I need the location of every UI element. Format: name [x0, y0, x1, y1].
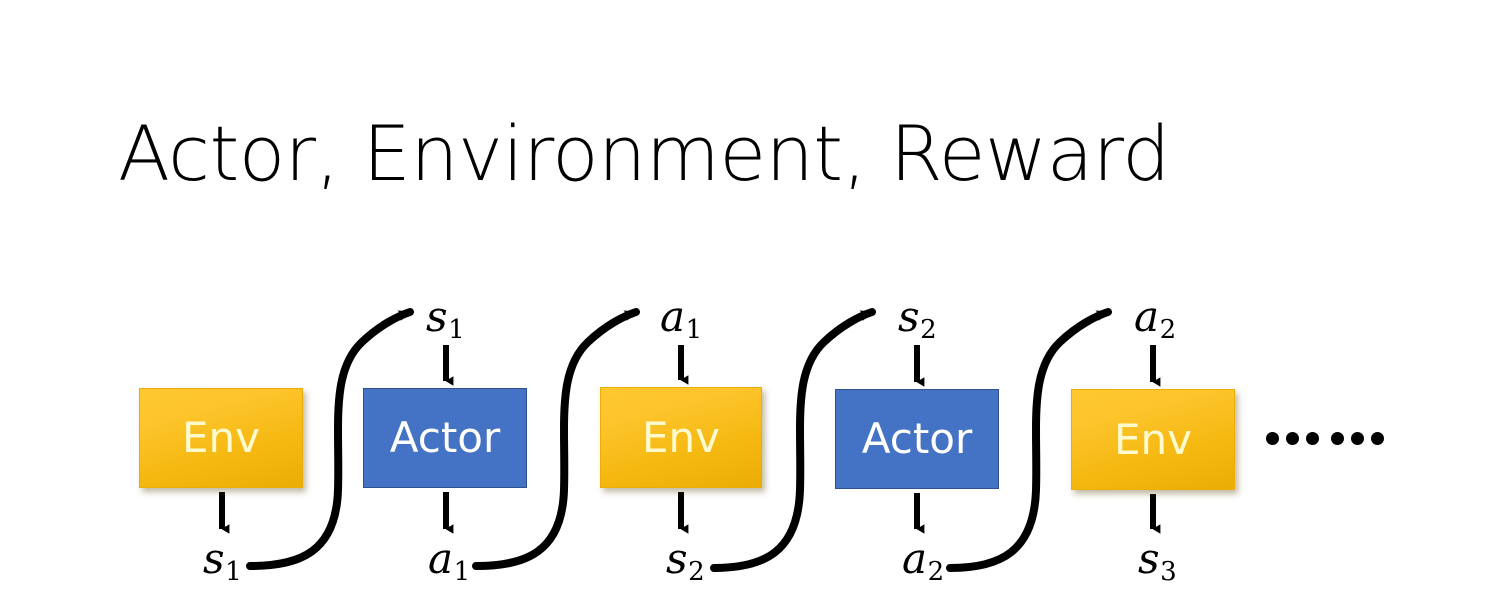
symbol: a: [660, 292, 686, 341]
box-label: Env: [1113, 414, 1192, 464]
label-bottom-s1: s1: [203, 538, 242, 586]
box-label: Env: [641, 412, 720, 462]
symbol: s: [426, 292, 448, 341]
label-top-a1: a1: [660, 296, 702, 344]
page-title: Actor, Environment, Reward: [118, 109, 1170, 198]
subscript: 1: [453, 557, 471, 588]
subscript: 2: [1159, 315, 1177, 346]
continuation-ellipsis: [1266, 432, 1384, 445]
box-label: Actor: [389, 413, 501, 462]
box-label: Env: [181, 413, 260, 462]
subscript: 3: [1160, 557, 1177, 588]
ellipsis-dot: [1331, 432, 1344, 445]
box-label: Actor: [861, 414, 973, 463]
box-actor-2[interactable]: Actor: [835, 389, 999, 489]
symbol: a: [902, 534, 928, 583]
ellipsis-dot: [1266, 432, 1279, 445]
subscript: 1: [225, 557, 242, 588]
label-bottom-a2: a2: [902, 538, 944, 586]
subscript: 2: [688, 557, 705, 588]
ellipsis-dot: [1306, 432, 1319, 445]
subscript: 1: [685, 315, 703, 346]
symbol: s: [1138, 534, 1160, 583]
subscript: 2: [927, 557, 945, 588]
label-bottom-s2: s2: [666, 538, 705, 586]
symbol: a: [1134, 292, 1160, 341]
symbol: s: [898, 292, 920, 341]
subscript: 1: [448, 315, 465, 346]
symbol: s: [203, 534, 225, 583]
subscript: 2: [920, 315, 937, 346]
label-top-s1: s1: [426, 296, 465, 344]
ellipsis-dot: [1371, 432, 1384, 445]
label-top-a2: a2: [1134, 296, 1176, 344]
box-env-3[interactable]: Env: [1071, 389, 1235, 490]
symbol: a: [428, 534, 454, 583]
box-actor-1[interactable]: Actor: [363, 388, 527, 488]
ellipsis-dot: [1351, 432, 1364, 445]
box-env-1[interactable]: Env: [139, 388, 303, 488]
label-top-s2: s2: [898, 296, 937, 344]
box-env-2[interactable]: Env: [600, 387, 762, 488]
ellipsis-dot: [1286, 432, 1299, 445]
label-bottom-a1: a1: [428, 538, 470, 586]
symbol: s: [666, 534, 688, 583]
label-bottom-s3: s3: [1138, 538, 1177, 586]
